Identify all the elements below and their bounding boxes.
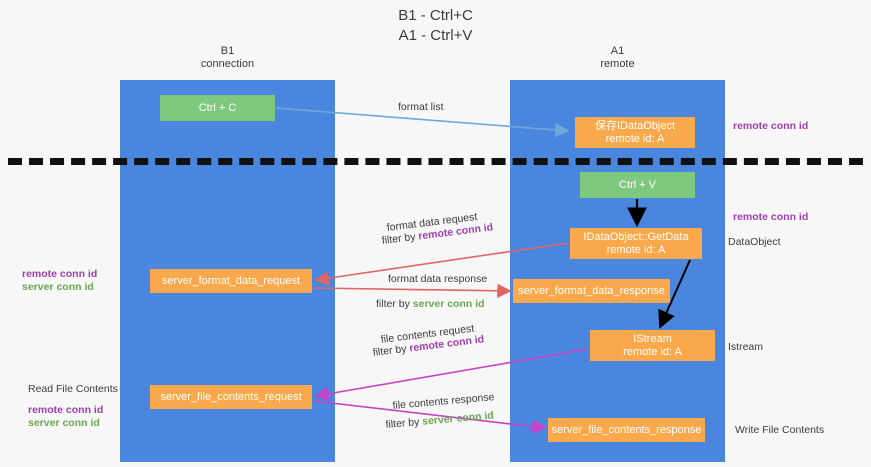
annotation-read-file-contents-heading: Read File Contents [28,383,118,395]
box-save-idataobject-sub: remote id: A [605,132,665,145]
annotation-read-file-contents: Read File Contents remote conn id server… [28,383,118,430]
box-ctrl-v[interactable]: Ctrl + V [580,172,695,198]
box-ctrl-c-label: Ctrl + C [198,101,237,114]
phase-divider [8,158,863,165]
annotation-write-file-contents: Write File Contents [735,424,824,437]
annotation-conn-ids-format: remote conn id server conn id [22,268,97,294]
lane-header-a1-role: remote [600,58,635,70]
annotation-dataobject: DataObject [728,236,781,249]
box-server-file-contents-request-label: server_file_contents_request [160,390,302,403]
flow-label-format-data-response-filter: filter by server conn id [376,297,485,311]
box-server-file-contents-response[interactable]: server_file_contents_response [548,418,705,442]
annotation-conn-ids-file-remote: remote conn id [28,404,104,416]
lane-header-b1-name: B1 [220,45,235,57]
filter-by-text-1: filter by [381,230,417,247]
box-istream[interactable]: IStream remote id: A [590,330,715,361]
annotation-remote-conn-id-mid: remote conn id [733,211,808,224]
annotation-conn-ids-file-server: server conn id [28,417,100,429]
flow-label-format-list: format list [398,100,444,114]
server-conn-id-text-1: server conn id [412,298,485,310]
box-server-format-data-request[interactable]: server_format_data_request [150,269,312,293]
diagram-title: B1 - Ctrl+C A1 - Ctrl+V [0,6,871,46]
box-idataobject-getdata-sub: remote id: A [606,243,666,256]
diagram-title-line-1: B1 - Ctrl+C [398,7,473,24]
box-istream-label: IStream [633,332,672,345]
box-server-format-data-response-label: server_format_data_response [518,284,665,297]
filter-by-text-3: filter by [372,342,408,359]
box-server-format-data-request-label: server_format_data_request [161,274,301,287]
annotation-conn-ids-format-server: server conn id [22,281,94,293]
flow-label-format-data-response: format data response [388,272,487,286]
box-save-idataobject-label: 保存IDataObject [594,119,676,132]
flow-label-format-data-response-text: format data response [388,273,488,285]
annotation-remote-conn-id-top: remote conn id [733,120,808,133]
filter-by-text-2: filter by [376,298,410,310]
annotation-istream: Istream [728,341,763,354]
box-server-file-contents-request[interactable]: server_file_contents_request [150,385,312,409]
diagram-title-line-2: A1 - Ctrl+V [398,27,473,44]
filter-by-text-4: filter by [385,416,420,431]
annotation-istream-text: Istream [728,341,764,353]
box-idataobject-getdata-label: IDataObject::GetData [583,230,689,243]
annotation-dataobject-text: DataObject [728,236,781,248]
server-conn-id-text-2: server conn id [421,409,495,428]
box-istream-sub: remote id: A [623,345,682,358]
lane-header-b1-role: connection [200,58,255,70]
annotation-conn-ids-format-remote: remote conn id [22,268,98,280]
annotation-remote-conn-id-top-text: remote conn id [733,120,809,132]
box-server-file-contents-response-label: server_file_contents_response [551,423,702,436]
annotation-write-file-contents-text: Write File Contents [735,424,825,436]
annotation-remote-conn-id-mid-text: remote conn id [733,211,809,223]
lane-header-b1: B1 connection [120,45,335,71]
box-save-idataobject[interactable]: 保存IDataObject remote id: A [575,117,695,148]
box-ctrl-c[interactable]: Ctrl + C [160,95,275,121]
box-server-format-data-response[interactable]: server_format_data_response [513,279,670,303]
flow-label-format-list-text: format list [398,101,444,113]
box-ctrl-v-label: Ctrl + V [619,178,656,191]
lane-header-a1: A1 remote [510,45,725,71]
lane-header-a1-name: A1 [610,45,625,57]
box-idataobject-getdata[interactable]: IDataObject::GetData remote id: A [570,228,702,259]
